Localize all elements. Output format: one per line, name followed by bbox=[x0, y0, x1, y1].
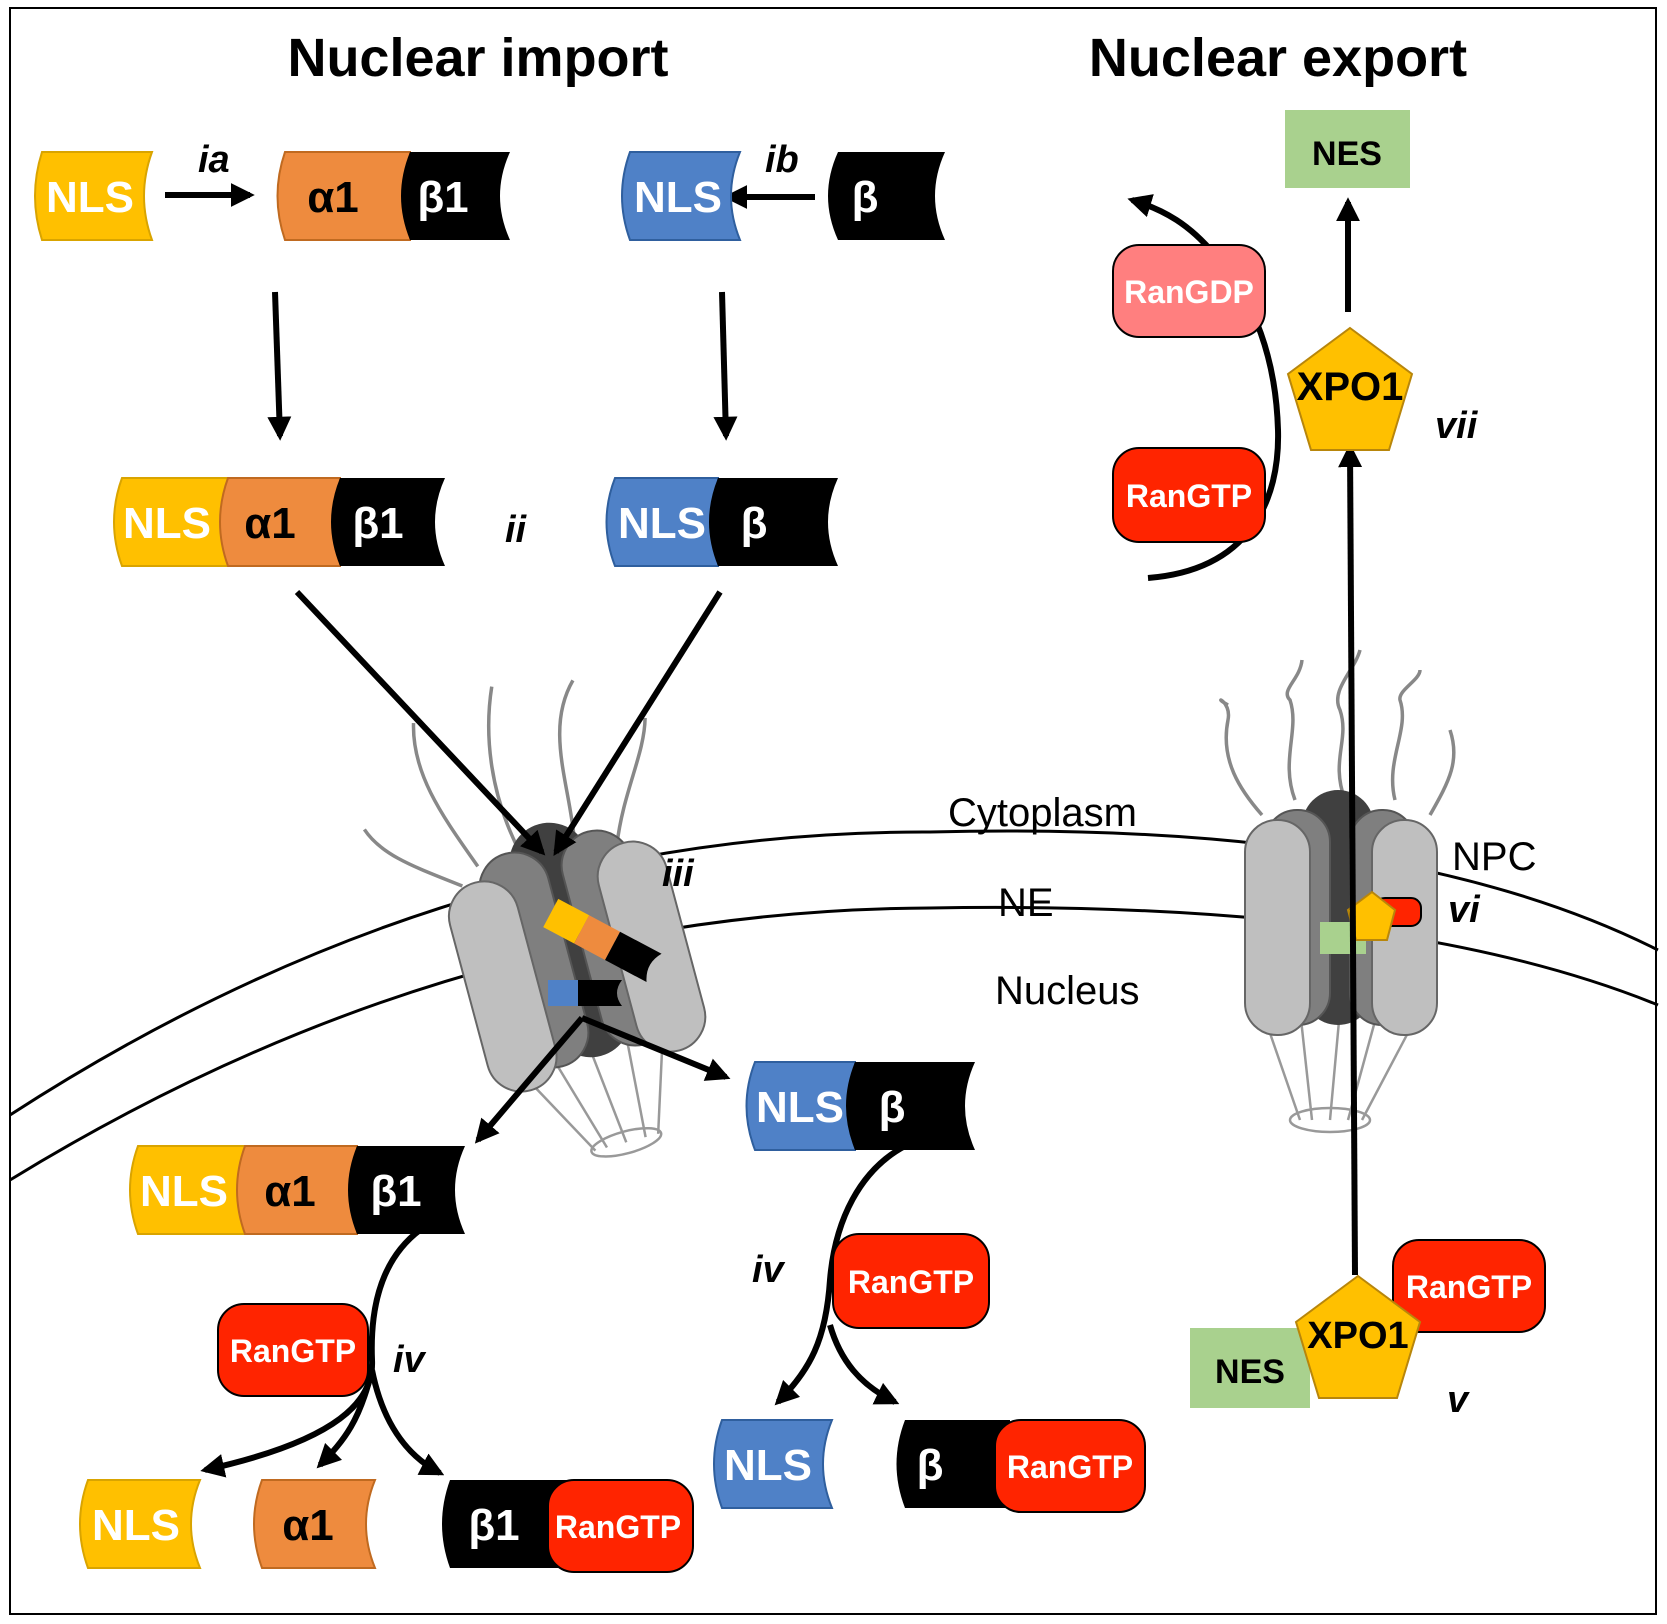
export-complex-nucleus: NES RanGTP XPO1 bbox=[1190, 1239, 1546, 1408]
nuclear-envelope-outer bbox=[9, 829, 1659, 1117]
nls-beta-complex: NLS β bbox=[605, 477, 838, 567]
svg-text:β1: β1 bbox=[417, 173, 468, 222]
step-iv-label-alpha: iv bbox=[393, 1339, 427, 1381]
beta1-rangtp-complex: β1 RanGTP bbox=[442, 1479, 694, 1573]
rangtp-alpha-pathway: RanGTP bbox=[217, 1303, 369, 1397]
nuclear-envelope-inner bbox=[9, 905, 1659, 1182]
svg-text:RanGTP: RanGTP bbox=[555, 1509, 681, 1545]
arrow-alpha-dissociation-alpha1 bbox=[316, 1369, 375, 1469]
svg-text:NES: NES bbox=[1312, 135, 1382, 173]
svg-text:NLS: NLS bbox=[724, 1441, 812, 1490]
step-iii-label: iii bbox=[662, 853, 695, 895]
importin-beta-free: β bbox=[828, 152, 945, 240]
arrow-alpha-down bbox=[267, 291, 292, 441]
nes-released: NES bbox=[1285, 110, 1410, 188]
nls-blue-free: NLS bbox=[621, 151, 742, 241]
arrow-alpha-dissociation-main bbox=[200, 1227, 422, 1478]
arrow-beta-dissociation-beta bbox=[827, 1324, 900, 1405]
cargo-in-npc-beta bbox=[548, 980, 622, 1006]
svg-text:RanGTP: RanGTP bbox=[1126, 478, 1252, 514]
svg-text:β: β bbox=[741, 499, 768, 548]
step-ii-label: ii bbox=[505, 509, 528, 551]
nuclear-export-title: Nuclear export bbox=[1089, 28, 1467, 88]
arrow-npc-to-alpha-complex bbox=[474, 1016, 585, 1144]
rangtp-beta-pathway: RanGTP bbox=[832, 1233, 990, 1329]
importin-alpha1-beta1: α1 β1 bbox=[276, 151, 510, 241]
svg-text:RanGDP: RanGDP bbox=[1124, 274, 1254, 310]
svg-text:NES: NES bbox=[1215, 1353, 1285, 1391]
svg-text:RanGTP: RanGTP bbox=[1007, 1449, 1133, 1485]
svg-text:RanGTP: RanGTP bbox=[230, 1333, 356, 1369]
svg-text:NLS: NLS bbox=[140, 1167, 228, 1216]
cargo-in-npc-alpha bbox=[543, 898, 662, 983]
arrow-beta-dissociation-main bbox=[774, 1143, 907, 1406]
svg-text:β: β bbox=[917, 1441, 944, 1490]
svg-text:NLS: NLS bbox=[123, 499, 211, 548]
svg-text:β: β bbox=[879, 1083, 906, 1132]
step-v-label: v bbox=[1447, 1379, 1470, 1421]
nls-alpha1-beta1-complex: NLS α1 β1 bbox=[113, 477, 445, 567]
nls-yellow-free: NLS bbox=[34, 151, 154, 241]
ne-label: NE bbox=[998, 881, 1054, 925]
svg-text:NLS: NLS bbox=[92, 1501, 180, 1550]
step-iv-label-beta: iv bbox=[752, 1249, 786, 1291]
step-ia-label: ia bbox=[198, 139, 230, 181]
svg-text:α1: α1 bbox=[307, 173, 359, 222]
arrow-alpha-dissociation-beta1 bbox=[369, 1369, 445, 1476]
step-ib-label: ib bbox=[765, 139, 799, 181]
svg-text:β1: β1 bbox=[352, 499, 403, 548]
rangdp: RanGDP bbox=[1112, 244, 1266, 338]
svg-text:β: β bbox=[852, 173, 879, 222]
svg-text:α1: α1 bbox=[244, 499, 296, 548]
svg-text:α1: α1 bbox=[282, 1501, 334, 1550]
svg-text:β1: β1 bbox=[468, 1501, 519, 1550]
svg-text:XPO1: XPO1 bbox=[1297, 365, 1404, 409]
arrow-alpha-to-npc bbox=[294, 589, 546, 856]
alpha1-released: α1 bbox=[253, 1479, 377, 1569]
step-vi-label: vi bbox=[1448, 889, 1481, 931]
svg-text:RanGTP: RanGTP bbox=[848, 1264, 974, 1300]
svg-text:XPO1: XPO1 bbox=[1307, 1315, 1408, 1357]
nls-yellow-released: NLS bbox=[79, 1479, 202, 1569]
nls-beta-complex-nucleus: NLS β bbox=[745, 1061, 975, 1151]
svg-text:NLS: NLS bbox=[46, 173, 134, 222]
cytoplasm-label: Cytoplasm bbox=[948, 791, 1137, 835]
svg-text:NLS: NLS bbox=[756, 1083, 844, 1132]
xpo1-cytoplasm: XPO1 bbox=[1286, 326, 1414, 451]
nuclear-pore-complex-export bbox=[1219, 649, 1456, 1134]
arrow-beta-to-npc bbox=[553, 590, 723, 857]
npc-label: NPC bbox=[1452, 835, 1536, 879]
nls-blue-released: NLS bbox=[713, 1419, 834, 1509]
rangtp-cytoplasm: RanGTP bbox=[1112, 447, 1266, 543]
nucleus-label: Nucleus bbox=[995, 969, 1140, 1013]
nls-alpha1-beta1-complex-nucleus: NLS α1 β1 bbox=[129, 1145, 465, 1235]
svg-text:RanGTP: RanGTP bbox=[1406, 1269, 1532, 1305]
svg-text:NLS: NLS bbox=[634, 173, 722, 222]
nuclear-import-title: Nuclear import bbox=[287, 28, 668, 88]
svg-text:NLS: NLS bbox=[618, 499, 706, 548]
step-vii-label: vii bbox=[1435, 405, 1479, 447]
arrow-npc-to-beta-complex bbox=[580, 1015, 731, 1081]
arrow-export-through-npc bbox=[1338, 443, 1363, 1276]
svg-text:β1: β1 bbox=[370, 1167, 421, 1216]
arrow-beta-down bbox=[713, 291, 738, 441]
beta-rangtp-complex: β RanGTP bbox=[896, 1419, 1146, 1513]
figure-border bbox=[9, 7, 1657, 1615]
svg-text:α1: α1 bbox=[264, 1167, 316, 1216]
